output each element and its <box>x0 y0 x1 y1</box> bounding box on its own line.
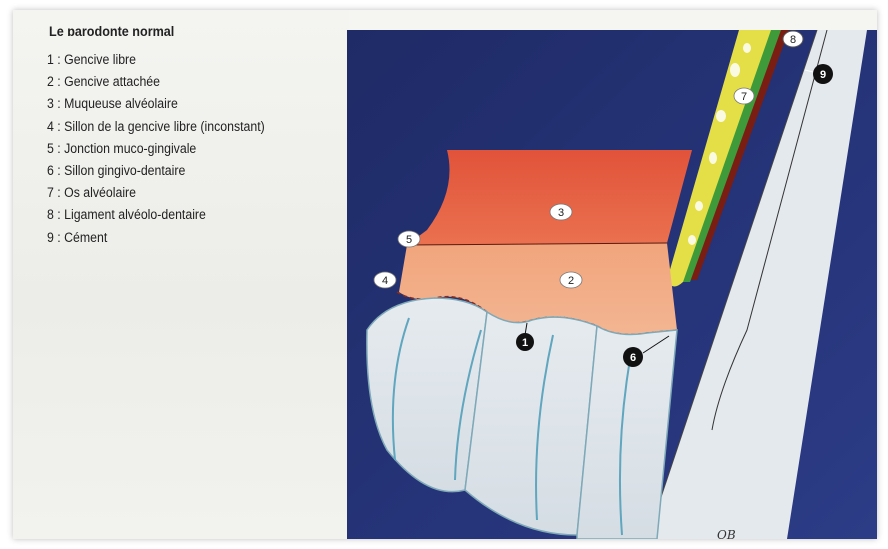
legend-item: 4 : Sillon de la gencive libre (inconsta… <box>47 118 265 140</box>
marker-5-label: 5 <box>406 234 412 246</box>
marker-8: 8 <box>783 31 803 47</box>
illustration-frame: Le parodonte normal 1 : Gencive libre 2 … <box>13 10 877 539</box>
marker-9-label: 9 <box>820 69 826 81</box>
legend-title: Le parodonte normal <box>49 24 174 36</box>
marker-6-label: 6 <box>630 352 636 364</box>
marker-7-label: 7 <box>741 91 747 103</box>
marker-3-label: 3 <box>558 207 564 219</box>
marker-3: 3 <box>550 204 572 220</box>
marker-4: 4 <box>374 272 396 288</box>
alveolar-mucosa-region <box>407 150 692 245</box>
legend-panel: Le parodonte normal 1 : Gencive libre 2 … <box>13 10 349 539</box>
legend-list: 1 : Gencive libre 2 : Gencive attachée 3… <box>47 51 284 251</box>
marker-7: 7 <box>734 88 754 104</box>
marker-4-label: 4 <box>382 275 388 287</box>
legend-item: 8 : Ligament alvéolo-dentaire <box>47 206 265 228</box>
marker-1-label: 1 <box>522 337 528 349</box>
marker-5: 5 <box>398 231 420 247</box>
legend-item: 6 : Sillon gingivo-dentaire <box>47 162 265 184</box>
periodontium-figure: 1 2 3 4 5 6 7 8 <box>347 30 877 539</box>
legend-item: 5 : Jonction muco-gingivale <box>47 140 265 162</box>
artist-signature: OB <box>717 528 736 539</box>
legend-item: 9 : Cément <box>47 229 265 251</box>
legend-item: 3 : Muqueuse alvéolaire <box>47 95 265 117</box>
legend-item: 7 : Os alvéolaire <box>47 184 265 206</box>
marker-2-label: 2 <box>568 275 574 287</box>
legend-item: 1 : Gencive libre <box>47 51 265 73</box>
legend-item: 2 : Gencive attachée <box>47 73 265 95</box>
marker-2: 2 <box>560 272 582 288</box>
marker-8-label: 8 <box>790 34 796 46</box>
